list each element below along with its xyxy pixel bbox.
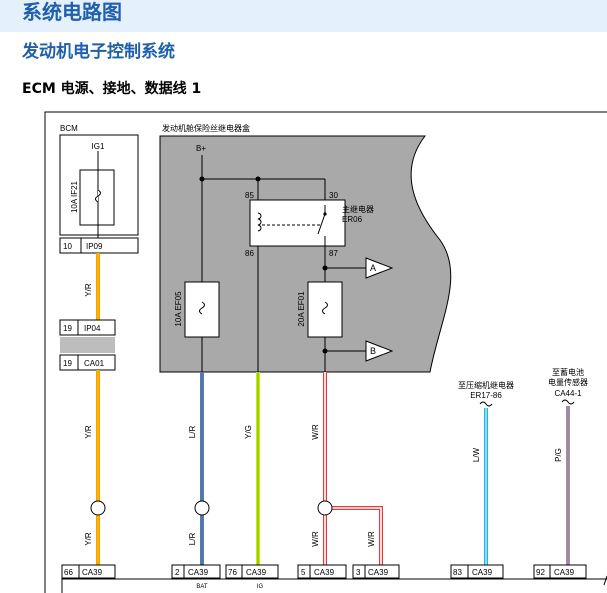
connector-pin: 5 [301, 568, 306, 577]
wire-label-lr-2: L/R [188, 533, 197, 546]
bottom-connector-76: 76 CA39 IG [225, 564, 279, 590]
header-band [0, 0, 607, 32]
bottom-connector-3: 3 CA39 [352, 564, 400, 579]
connector-pin: 92 [536, 568, 545, 577]
wire-label-lw: L/W [472, 447, 481, 462]
relay-coil-icon [257, 212, 262, 232]
ext-compressor-line2: ER17-86 [470, 391, 502, 400]
bottom-connector-92: 92 CA39 [533, 564, 587, 579]
fuse-ef01-label: 20A EF01 [297, 291, 306, 327]
wire-break-icon [561, 399, 575, 405]
splice-point [90, 500, 106, 516]
ca01-pin: 19 [63, 359, 72, 368]
relay-name: 主继电器 [342, 204, 374, 214]
wire-label-wr-3: W/R [367, 531, 376, 547]
wire-label-wr-2: W/R [311, 531, 320, 547]
connector-name: CA39 [314, 568, 335, 577]
junction-dot [199, 176, 205, 182]
ecm-block [61, 578, 607, 593]
ext-battery-line1: 至蓄电池 [552, 367, 584, 377]
relay-box [249, 199, 346, 247]
ext-battery-line2: 电量传感器 [548, 377, 588, 387]
diagram-frame [44, 111, 607, 593]
section-title: 系统电路图 [22, 0, 122, 24]
fusebox [159, 135, 452, 373]
arrow-a-label: A [370, 263, 376, 273]
wire-label-yg: Y/G [244, 425, 253, 439]
arrow-b-label: B [370, 346, 376, 356]
connector-ca01 [59, 354, 116, 371]
ip04-name: IP04 [84, 324, 101, 333]
ip09-pin: 10 [63, 242, 72, 251]
relay-pin-86: 86 [245, 249, 254, 258]
splice-point [317, 500, 333, 516]
bottom-connector-66: 66 CA39 [61, 564, 116, 579]
diagram-title: ECM 电源、接地、数据线 1 [22, 81, 202, 97]
fuse-icon [322, 301, 328, 315]
wire-label-pg: P/G [554, 448, 563, 462]
fuse-ef05-label: 10A EF05 [174, 291, 183, 327]
connector-name: CA39 [82, 568, 103, 577]
bottom-connector-5: 5 CA39 [297, 564, 347, 579]
connector-name: CA39 [188, 568, 209, 577]
connector-gap [60, 337, 115, 353]
relay-pin-30: 30 [329, 191, 338, 200]
ext-battery-line3: CA44-1 [554, 389, 582, 398]
connector-name: CA39 [554, 568, 575, 577]
connector-note-ig: IG [257, 584, 264, 590]
connector-name: CA39 [368, 568, 389, 577]
bottom-connector-83: 83 CA39 [450, 564, 504, 579]
ip04-pin: 19 [63, 324, 72, 333]
contact-dot [323, 212, 327, 216]
connector-pin: 3 [356, 568, 361, 577]
connector-arrow-b [365, 340, 394, 362]
wire-label-wr: W/R [311, 424, 320, 440]
bcm-fuse-label: 10A IF21 [70, 180, 79, 213]
relay-code: ER06 [342, 215, 363, 224]
wire-break-icon [479, 401, 493, 407]
wire-label-lr: L/R [188, 426, 197, 439]
ca01-name: CA01 [84, 359, 105, 368]
connector-name: CA39 [472, 568, 493, 577]
fuse-icon [199, 301, 205, 315]
fusebox-label: 发动机舱保险丝继电器盒 [162, 123, 250, 133]
ip09-name: IP09 [86, 242, 103, 251]
subsection-title: 发动机电子控制系统 [22, 42, 175, 62]
relay-pin-85: 85 [245, 191, 254, 200]
wire-label-yr: Y/R [84, 283, 93, 297]
fuse-ef01-box [307, 281, 343, 338]
connector-pin: 66 [64, 568, 73, 577]
wire-label-yr-3: Y/R [84, 532, 93, 546]
b-plus-label: B+ [196, 144, 206, 153]
connector-note-bat: BAT [196, 584, 208, 590]
connector-pin: 76 [228, 568, 237, 577]
connector-arrow-a [365, 257, 394, 279]
connector-pin: 83 [453, 568, 462, 577]
fuse-icon [95, 189, 101, 203]
connector-ip04 [59, 319, 116, 336]
relay-switch-icon [317, 213, 326, 235]
bottom-connector-2: 2 CA39 BAT [171, 564, 221, 590]
wire-label-yr-2: Y/R [84, 425, 93, 439]
bcm-label: BCM [60, 124, 78, 133]
ext-compressor-line1: 至压缩机继电器 [458, 380, 514, 390]
splice-point [194, 500, 210, 516]
relay-pin-87: 87 [329, 249, 338, 258]
wire-wr-stripe [324, 372, 382, 566]
ig1-label: IG1 [92, 142, 105, 151]
connector-name: CA39 [246, 568, 267, 577]
connector-pin: 2 [175, 568, 180, 577]
